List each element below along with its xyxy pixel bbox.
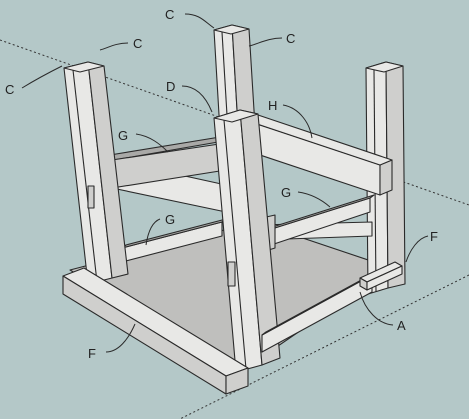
foot-f-right xyxy=(359,261,403,291)
label-g-right: G xyxy=(281,185,291,200)
leader-g-left xyxy=(145,218,161,246)
leader-c-left-upper xyxy=(99,42,129,51)
leader-c-top-left xyxy=(184,13,215,29)
label-a: A xyxy=(397,318,406,333)
foot-f-front xyxy=(62,267,249,395)
leader-lines xyxy=(21,13,429,353)
label-f-right: F xyxy=(430,229,438,244)
leader-g-back xyxy=(135,133,169,153)
leader-c-left-lower xyxy=(21,65,63,89)
leader-g-right xyxy=(297,191,331,208)
label-c-left-lower: C xyxy=(5,82,14,97)
leader-c-top-right xyxy=(248,37,283,47)
leg-front-left xyxy=(63,61,129,285)
label-c-top-right: C xyxy=(286,31,295,46)
label-g-back: G xyxy=(118,128,128,143)
leader-h xyxy=(282,104,313,139)
stretcher-g-right xyxy=(261,194,375,249)
rail-a xyxy=(261,271,377,353)
rail-h xyxy=(244,114,393,196)
label-h: H xyxy=(268,98,277,113)
leg-front-center xyxy=(213,109,281,373)
label-d: D xyxy=(166,79,175,94)
label-c-top-left: C xyxy=(165,7,174,22)
leader-d xyxy=(181,85,213,113)
label-f-front: F xyxy=(88,346,96,361)
leader-f-right xyxy=(405,235,429,263)
leader-a xyxy=(359,291,394,326)
leader-f-front xyxy=(105,323,136,353)
label-g-left: G xyxy=(165,212,175,227)
labels: C C C C D H G G G F F A xyxy=(5,7,438,361)
label-c-left-upper: C xyxy=(133,36,142,51)
